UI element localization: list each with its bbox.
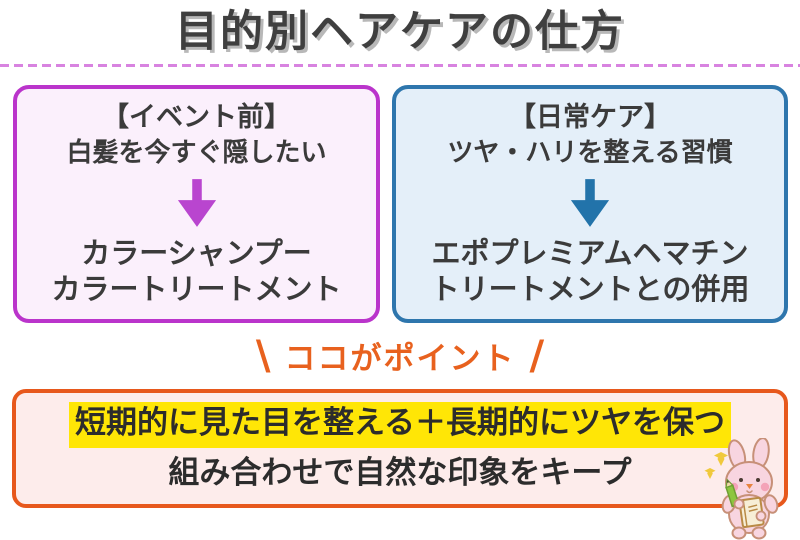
card-event-care: 【イベント前】 白髪を今すぐ隠したい カラーシャンプー カラートリートメント [13,84,380,323]
rabbit-mascot-icon [704,438,779,540]
slash-right-decoration: / [529,332,545,379]
card-daily-care: 【日常ケア】 ツヤ・ハリを整える習慣 エポプレミアムヘマチン トリートメントとの… [392,84,788,323]
highlighted-text: 短期的に見た目を整える＋長期的にツヤを保つ [68,401,732,448]
card-daily-solution: エポプレミアムヘマチン トリートメントとの併用 [396,235,784,308]
card-daily-heading: 【日常ケア】 [509,101,671,133]
point-callout: \ ココがポイント / [0,333,800,379]
solution-line: エポプレミアムヘマチン [431,235,749,270]
dashed-divider-line [0,63,800,67]
point-label: ココがポイント [284,341,516,378]
care-cards-row: 【イベント前】 白髪を今すぐ隠したい カラーシャンプー カラートリートメント 【… [0,67,800,323]
solution-line: トリートメントとの併用 [430,271,750,306]
card-event-solution: カラーシャンプー カラートリートメント [17,235,376,308]
solution-line: カラーシャンプー [81,235,312,270]
down-arrow-icon [17,175,376,231]
card-daily-need: ツヤ・ハリを整える習慣 [447,137,733,168]
solution-line: カラートリートメント [51,271,342,306]
down-arrow-icon [396,175,784,231]
summary-line-2: 組み合わせで自然な印象をキープ [168,454,632,491]
sparkles-icon [704,452,728,479]
card-event-need: 白髪を今すぐ隠したい [66,137,327,168]
summary-line-1: 短期的に見た目を整える＋長期的にツヤを保つ [16,401,784,448]
slash-left-decoration: \ [255,332,271,379]
page-title: 目的別ヘアケアの仕方 [175,7,625,57]
card-event-heading: 【イベント前】 [102,101,291,133]
summary-box: 短期的に見た目を整える＋長期的にツヤを保つ 組み合わせで自然な印象をキープ [12,388,788,508]
